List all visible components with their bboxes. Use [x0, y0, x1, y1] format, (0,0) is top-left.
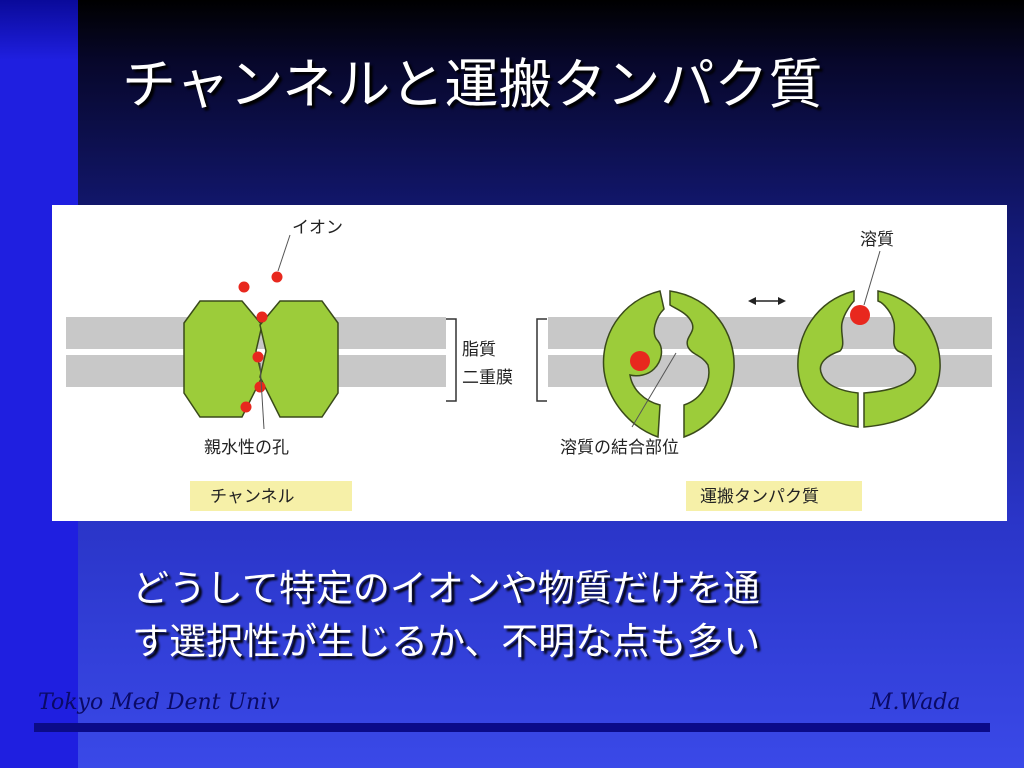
ion-label: イオン [292, 218, 343, 238]
footer-institution: Tokyo Med Dent Univ [38, 690, 280, 715]
channel-protein-left [183, 300, 263, 418]
solute-particle-bound [630, 351, 650, 371]
left-accent-bar-top [0, 0, 78, 60]
footer-author: M.Wada [870, 690, 961, 715]
carrier-caption-highlight [686, 481, 862, 511]
ion-particle [240, 401, 252, 413]
solute-label: 溶質 [860, 230, 894, 250]
ion-particle [238, 281, 250, 293]
binding-site-leader-line [631, 352, 677, 428]
slide-body-text: どうして特定のイオンや物質だけを通 す選択性が生じるか、不明な点も多い [132, 562, 992, 668]
arrow-head-left [748, 297, 756, 305]
diagram-svg: イオン 親水性の孔 チャンネル 脂質 二重膜 溶質 溶質の結合部位 [66, 218, 992, 511]
arrow-head-right [778, 297, 786, 305]
ion-particle [271, 271, 283, 283]
pore-label: 親水性の孔 [204, 438, 289, 458]
body-line-2: す選択性が生じるか、不明な点も多い [132, 620, 761, 663]
slide-title: チャンネルと運搬タンパク質 [122, 53, 823, 116]
carrier-protein-1-right [669, 290, 735, 439]
ion-particle [252, 351, 264, 363]
carrier-protein-2-right [863, 290, 941, 428]
channel-caption-highlight [190, 481, 352, 511]
ion-leader-line [277, 234, 291, 272]
bilayer-label-line1: 脂質 [462, 340, 496, 360]
carrier-protein-2-left [797, 290, 859, 428]
channel-protein-right [259, 300, 339, 418]
ion-particle [256, 311, 268, 323]
bilayer-bracket-left [446, 318, 457, 402]
membrane-transport-diagram: イオン 親水性の孔 チャンネル 脂質 二重膜 溶質 溶質の結合部位 [52, 205, 1007, 521]
bilayer-bracket-right [536, 318, 547, 402]
body-line-1: どうして特定のイオンや物質だけを通 [132, 567, 760, 610]
solute-particle-free [850, 305, 870, 325]
channel-caption: チャンネル [210, 487, 295, 507]
carrier-caption: 運搬タンパク質 [700, 487, 819, 507]
binding-site-label: 溶質の結合部位 [560, 438, 679, 458]
bilayer-label-line2: 二重膜 [462, 368, 513, 388]
footer-rule [34, 723, 990, 732]
ion-particle [254, 381, 266, 393]
solute-leader-line [863, 250, 881, 306]
pore-leader-line [259, 362, 265, 430]
